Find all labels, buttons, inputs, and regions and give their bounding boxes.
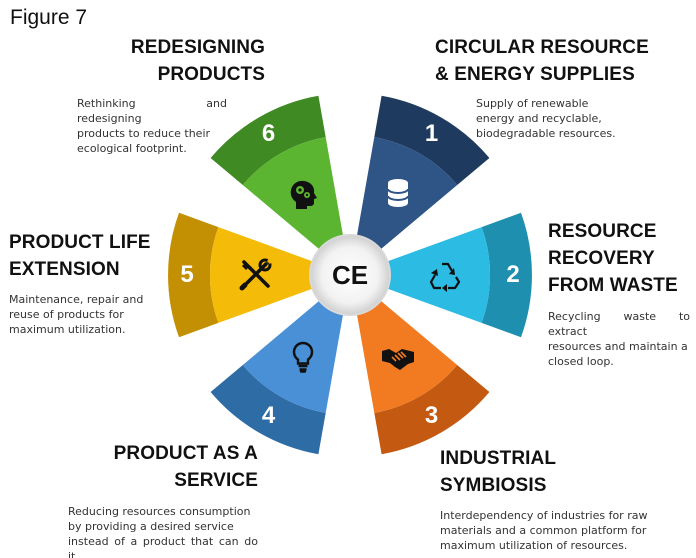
segment-3-description-line: Interdependency of industries for raw	[440, 509, 648, 522]
segment-2-title-line: RECOVERY	[548, 248, 655, 269]
segment-4-description-line: by providing a desired service	[68, 520, 234, 533]
segment-3-title-line: INDUSTRIAL	[440, 448, 557, 469]
segment-5-description-line: reuse of products for	[9, 308, 124, 321]
segment-4-title-line: SERVICE	[174, 470, 258, 491]
segment-4-number: 4	[261, 402, 276, 430]
segment-2-description: Recycling waste to extract resources and…	[548, 309, 690, 369]
segment-2-number: 2	[506, 261, 520, 288]
segment-4-title-line: PRODUCT AS A	[113, 443, 258, 464]
recycle-icon	[425, 255, 465, 295]
segment-5-outer-band	[168, 212, 219, 338]
segment-2-title-line: FROM WASTE	[548, 275, 678, 296]
segment-6-description: Rethinking and redesigning products to r…	[77, 96, 227, 156]
segment-1-title: CIRCULAR RESOURCE & ENERGY SUPPLIES	[435, 34, 649, 88]
segment-1-number: 1	[424, 119, 439, 147]
segment-6-title-line: REDESIGNING	[130, 37, 265, 58]
segment-4-description: Reducing resources consumption by provid…	[68, 504, 258, 558]
handshake-icon	[378, 337, 418, 377]
segment-3-number: 3	[424, 402, 439, 430]
segment-6-title: REDESIGNING PRODUCTS	[60, 34, 265, 88]
segment-3-title: INDUSTRIAL SYMBIOSIS	[440, 445, 556, 499]
segment-5-description: Maintenance, repair and reuse of product…	[9, 292, 149, 337]
segment-1-title-line: & ENERGY SUPPLIES	[435, 64, 635, 85]
segment-6-number: 6	[261, 119, 276, 147]
segment-4-description-line: Reducing resources consumption	[68, 505, 251, 518]
segment-2-title-line: RESOURCE	[548, 221, 657, 242]
database-icon	[378, 173, 418, 213]
segment-5-title-line: EXTENSION	[9, 259, 120, 280]
segment-3-description: Interdependency of industries for raw ma…	[440, 508, 666, 553]
segment-6-outer-band	[210, 95, 326, 185]
segment-2-description-line: closed loop.	[548, 355, 614, 368]
segment-1-description-line: Supply of renewable	[476, 97, 589, 110]
segment-2-title: RESOURCE RECOVERY FROM WASTE	[548, 218, 678, 299]
segment-5-title-line: PRODUCT LIFE	[9, 232, 151, 253]
segment-1-description-line: energy and recyclable,	[476, 112, 602, 125]
segment-2-description-line: resources and maintain a	[548, 340, 688, 353]
segment-4-outer-band	[210, 365, 326, 455]
segment-6-description-line: Rethinking and redesigning	[77, 97, 227, 125]
segment-2-outer-band	[481, 212, 532, 338]
segment-1-title-line: CIRCULAR RESOURCE	[435, 37, 649, 58]
segment-2-inner-band	[385, 227, 491, 323]
segment-4-description-line: instead of a product that can do it.	[68, 535, 258, 558]
head-gears-icon	[283, 173, 323, 213]
segment-5-inner-band	[209, 227, 315, 323]
segment-6-title-line: PRODUCTS	[157, 64, 265, 85]
segment-5-number: 5	[180, 261, 194, 288]
segment-4-title: PRODUCT AS A SERVICE	[60, 440, 258, 494]
segment-3-description-line: maximum utilization of resources.	[440, 539, 628, 552]
segment-1-description-line: biodegradable resources.	[476, 127, 616, 140]
segment-6-description-line: products to reduce their	[77, 127, 211, 140]
segment-2-description-line: Recycling waste to extract	[548, 310, 690, 338]
center-hub	[309, 234, 391, 316]
segment-3-description-line: materials and a common platform for	[440, 524, 647, 537]
figure-label: Figure 7	[10, 6, 88, 29]
segment-5-description-line: maximum utilization.	[9, 323, 126, 336]
segment-5-title: PRODUCT LIFE EXTENSION	[9, 229, 151, 283]
tools-icon	[235, 255, 275, 295]
segment-5-description-line: Maintenance, repair and	[9, 293, 144, 306]
segment-1-outer-band	[374, 95, 490, 185]
lightbulb-icon	[283, 337, 323, 377]
center-label: CE	[331, 260, 369, 290]
segment-1-description: Supply of renewable energy and recyclabl…	[476, 96, 618, 141]
segment-6-description-line: ecological footprint.	[77, 142, 187, 155]
segment-3-outer-band	[374, 365, 490, 455]
segment-3-title-line: SYMBIOSIS	[440, 475, 547, 496]
